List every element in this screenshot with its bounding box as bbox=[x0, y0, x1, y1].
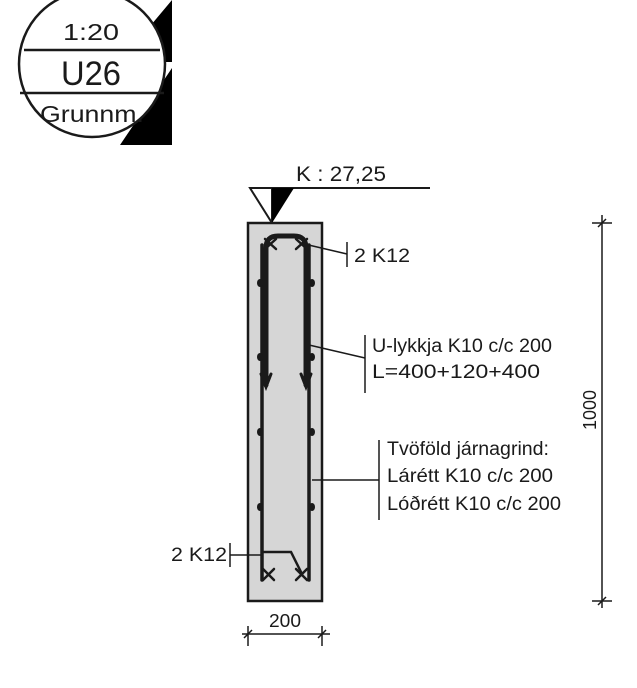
leader-top-bars bbox=[299, 242, 348, 255]
bar-dot bbox=[309, 428, 315, 436]
horizontal-bar-dots bbox=[257, 279, 315, 511]
dimension-height bbox=[592, 215, 612, 608]
label-bottom-bars: 2 K12 bbox=[171, 545, 227, 566]
bottom-link-bar bbox=[260, 550, 304, 576]
reinforcement bbox=[259, 233, 313, 582]
dimension-width bbox=[242, 626, 330, 646]
bar-dot bbox=[257, 279, 263, 287]
title-block-circle bbox=[17, 0, 167, 139]
dimension-width-label: 200 bbox=[269, 611, 301, 631]
label-mesh-line1: Tvöföld járnagrind: bbox=[387, 439, 549, 460]
title-block-code: U26 bbox=[61, 55, 121, 93]
main-bars bbox=[261, 237, 309, 582]
label-u-loop-line1: U-lykkja K10 c/c 200 bbox=[372, 336, 552, 357]
u-loop-bar bbox=[263, 233, 309, 388]
label-top-bars: 2 K12 bbox=[354, 246, 410, 267]
top-bar-left bbox=[263, 237, 278, 251]
leaders bbox=[229, 242, 380, 567]
dimension-width-tick-left bbox=[243, 629, 253, 639]
bar-dot bbox=[309, 503, 315, 511]
title-block: 1:20 U26 Grunnm. bbox=[17, 0, 172, 145]
dimension-width-tick-right bbox=[317, 629, 327, 639]
bar-dot bbox=[309, 353, 315, 361]
elevation-triangle-left bbox=[248, 187, 273, 227]
label-u-loop-line2: L=400+120+400 bbox=[372, 362, 540, 383]
dimension-height-label: 1000 bbox=[580, 390, 600, 430]
dimension-height-tick-bottom bbox=[597, 596, 607, 606]
bar-dot bbox=[257, 353, 263, 361]
bottom-bar-right bbox=[294, 567, 309, 582]
leader-u-loop bbox=[308, 344, 366, 359]
elevation-marker: K : 27,25 bbox=[248, 163, 430, 227]
label-mesh-line3: Lóðrétt K10 c/c 200 bbox=[387, 494, 561, 515]
title-block-scale: 1:20 bbox=[63, 19, 119, 45]
bar-dot bbox=[257, 428, 263, 436]
bar-dot bbox=[257, 503, 263, 511]
title-block-view: Grunnm. bbox=[40, 101, 144, 127]
elevation-label: K : 27,25 bbox=[296, 163, 386, 186]
bottom-bar-left bbox=[261, 567, 276, 582]
dimension-height-tick-top bbox=[597, 218, 607, 228]
label-mesh-line2: Lárétt K10 c/c 200 bbox=[387, 466, 553, 487]
elevation-triangle-right bbox=[272, 188, 294, 223]
bar-dot bbox=[309, 279, 315, 287]
